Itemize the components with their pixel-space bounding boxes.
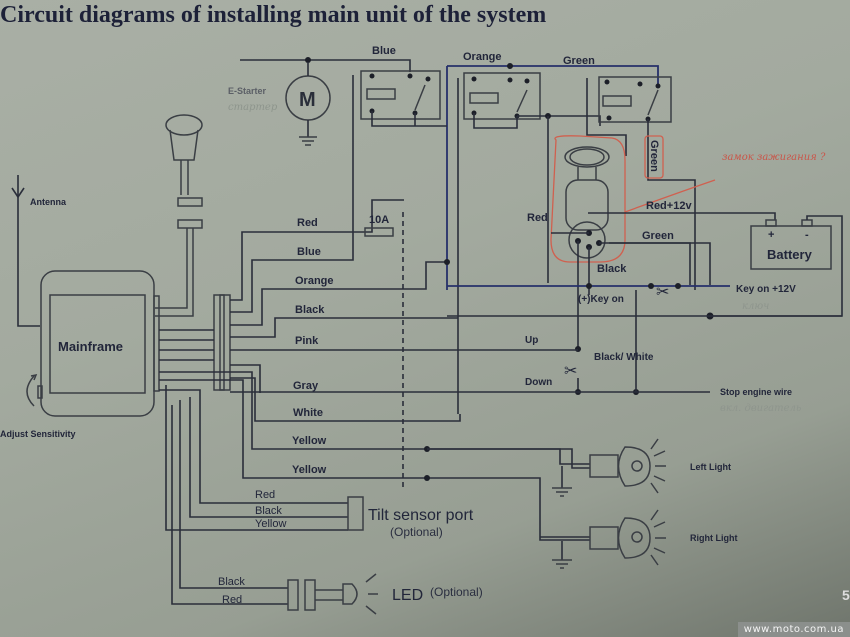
- siren-icon: [155, 114, 203, 317]
- junction-dot: [305, 57, 311, 63]
- green-wire-vertical-label: Green: [648, 140, 660, 172]
- relay-green: Green: [563, 55, 696, 290]
- down-label: Down: [525, 377, 552, 388]
- estarter-handwritten-note: стартер: [228, 102, 278, 113]
- up-label: Up: [525, 335, 538, 346]
- left-light: Left Light: [427, 438, 731, 497]
- tilt-yellow-label: Yellow: [255, 518, 286, 530]
- led-optional-label: (Optional): [430, 585, 483, 599]
- relay-blue-box: [360, 70, 441, 120]
- handwritten-key-note: ключ: [742, 301, 769, 312]
- green-wire-label: Green: [642, 230, 674, 242]
- led-black-label: Black: [218, 576, 245, 588]
- page-number: 5: [842, 587, 850, 603]
- battery-minus: -: [805, 229, 809, 241]
- right-light: Right Light: [540, 509, 737, 569]
- mainframe-label: Mainframe: [58, 339, 123, 354]
- battery-label: Battery: [767, 247, 813, 262]
- adjust-sensitivity-label: Adjust Sensitivity: [0, 429, 76, 439]
- tilt-sensor-connector: [347, 496, 364, 531]
- battery-box: [750, 225, 832, 270]
- cut-scissors-icon: ✂: [656, 284, 669, 301]
- tilt-sensor-label: Tilt sensor port: [368, 507, 474, 524]
- right-light-label: Right Light: [690, 533, 737, 543]
- ignition-red-label: Red: [527, 212, 548, 224]
- diagram-title: Circuit diagrams of installing main unit…: [0, 2, 546, 28]
- ground-icon: [552, 559, 572, 569]
- annotation-arrow-line: [624, 179, 716, 213]
- watermark: www.moto.com.ua: [737, 622, 850, 637]
- motor-symbol: M: [299, 89, 316, 111]
- relay-orange-label: Orange: [463, 51, 502, 63]
- wire-yellow-2-label: Yellow: [292, 464, 327, 476]
- led-connector-male: [287, 579, 299, 611]
- wire-gray-label: Gray: [293, 380, 319, 392]
- antenna-wire: [17, 175, 40, 327]
- relay-orange: Orange: [457, 51, 601, 414]
- relay-green-coil: [602, 95, 632, 107]
- wire-orange-label: Orange: [295, 275, 334, 287]
- battery-plus: +: [768, 229, 774, 241]
- relay-green-box: [598, 76, 672, 123]
- light-rays-icon: [650, 509, 666, 566]
- estarter-feed-wire: [240, 59, 411, 72]
- wire-blue-label: Blue: [297, 246, 321, 258]
- relay-orange-coil: [469, 92, 499, 104]
- relay-orange-box: [463, 72, 541, 120]
- red-12v-label: Red+12v: [646, 200, 692, 212]
- tilt-black-label: Black: [255, 505, 282, 517]
- battery: + - Battery: [710, 215, 843, 317]
- tilt-optional-label: (Optional): [390, 525, 443, 539]
- antenna-label: Antenna: [30, 197, 67, 207]
- handwritten-ignition-note: замок зажигания ?: [722, 152, 826, 163]
- relay-blue-label: Blue: [372, 45, 396, 57]
- led-connector-female: [304, 579, 316, 611]
- relay-blue-coil: [366, 88, 396, 100]
- light-rays-icon: [650, 438, 666, 494]
- antenna-icon: [11, 187, 25, 199]
- adjust-rotate-icon: [26, 375, 35, 407]
- junction-dot: [507, 63, 513, 69]
- led-red-label: Red: [222, 594, 242, 606]
- stop-engine-label: Stop engine wire: [720, 387, 792, 397]
- estarter-label: E-Starter: [228, 86, 267, 96]
- relay-blue: Blue: [352, 45, 447, 232]
- wire-red-label: Red: [297, 217, 318, 229]
- black-white-label: Black/ White: [594, 352, 654, 363]
- wire-yellow-1-label: Yellow: [292, 435, 327, 447]
- led-icon: [342, 583, 358, 605]
- ground-icon: [552, 487, 572, 497]
- wire-black-label: Black: [295, 304, 325, 316]
- relay-green-label: Green: [563, 55, 595, 67]
- key-on-12v-label: Key on +12V: [736, 284, 796, 295]
- engine-cut-scissors-icon: ✂: [564, 363, 577, 380]
- green-relay-feed-wire: [447, 65, 659, 86]
- handwritten-circle-annotation: [550, 135, 626, 263]
- handwritten-stop-note: вкл. двигатель: [720, 403, 801, 414]
- ground-icon: [299, 136, 317, 146]
- wire-connector: [213, 294, 225, 391]
- fuse-label: 10A: [369, 214, 389, 226]
- left-light-label: Left Light: [690, 462, 731, 472]
- tilt-red-label: Red: [255, 489, 275, 501]
- wire-pink-label: Pink: [295, 335, 319, 347]
- led-label: LED: [392, 587, 423, 604]
- mainframe-panel: [49, 294, 146, 394]
- fuse-10a: [364, 227, 394, 237]
- ignition-black-label: Black: [597, 263, 627, 275]
- mainframe-unit: Mainframe Adjust Sensitivity: [0, 270, 160, 439]
- key-on-label: (+)Key on: [578, 294, 624, 305]
- led-rays-icon: [365, 573, 378, 615]
- wire-white-label: White: [293, 407, 323, 419]
- green-wire-annotation-box: [644, 135, 664, 179]
